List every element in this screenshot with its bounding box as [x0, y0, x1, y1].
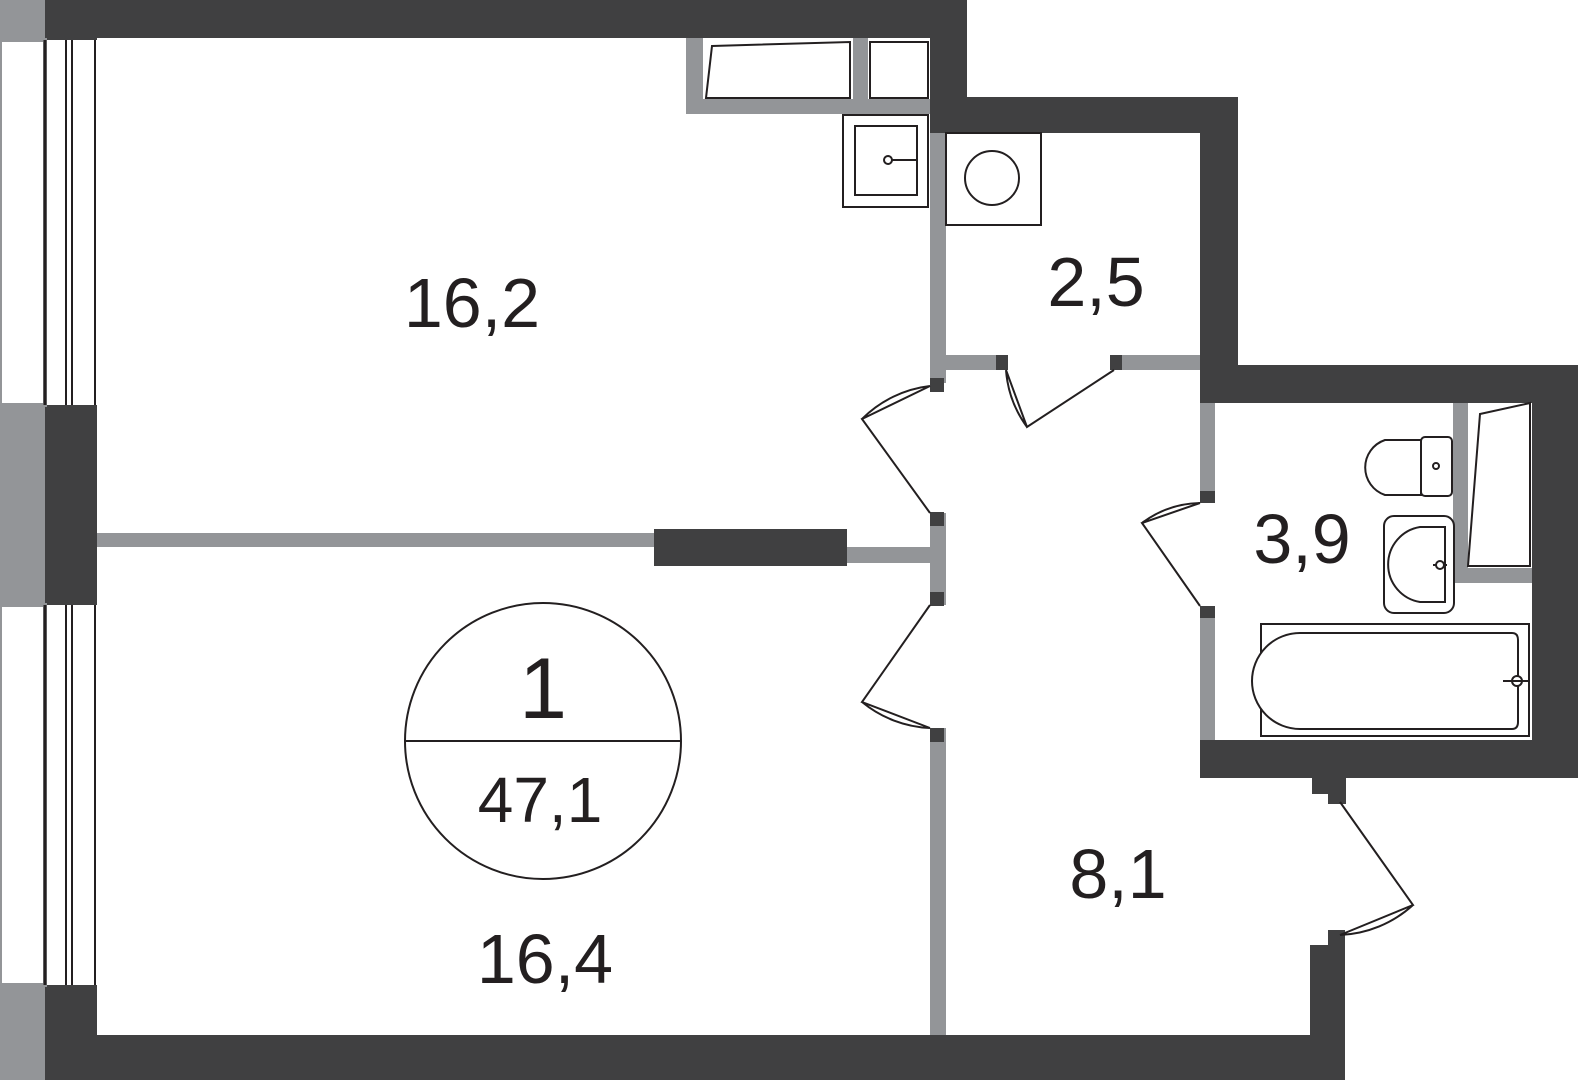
fixtures: [704, 40, 1531, 737]
wall-top-left: [45, 0, 967, 38]
wall-right-storage: [1200, 97, 1238, 403]
wall-top-notch: [930, 0, 967, 100]
summary-badge: 1 47,1: [404, 602, 682, 880]
kitchen-shaft-bottom: [686, 99, 930, 114]
wall-storage-bottom-left: [946, 355, 1006, 370]
area-hallway: 8,1: [1069, 835, 1166, 913]
wall-bottom: [45, 1035, 1345, 1080]
wall-left-bottom: [45, 985, 97, 1080]
wall-room-hall-upper: [930, 133, 946, 383]
kitchen-vent-2: [869, 41, 929, 99]
partition-rooms-right: [847, 547, 937, 563]
total-area: 47,1: [478, 764, 603, 836]
wall-stub-bath-door-2: [1328, 790, 1346, 804]
wall-storage-bottom-right: [1117, 355, 1200, 370]
bath-shaft-bottom: [1453, 568, 1532, 583]
toilet-bowl-icon: [1364, 439, 1422, 496]
interior-walls: [97, 38, 1532, 1035]
kitchen-shaft-mid: [853, 38, 868, 114]
wall-left-bath-bottom: [1200, 740, 1215, 778]
door-top-room: [860, 385, 931, 514]
kitchen-shaft-left: [686, 38, 703, 114]
wall-room-hall-lower: [930, 728, 946, 1035]
bath-shaft: [1453, 403, 1468, 583]
bath-vent: [1466, 401, 1531, 567]
window-left: [0, 0, 96, 1080]
pillar-left: [45, 405, 97, 605]
wall-room-hall-mid: [930, 513, 946, 605]
area-bathroom: 3,9: [1253, 500, 1350, 578]
doors: [860, 369, 1415, 936]
wall-top-bath: [1200, 365, 1578, 403]
area-storage: 2,5: [1047, 243, 1144, 321]
door-storage: [1005, 369, 1115, 429]
door-bathroom: [1140, 502, 1201, 607]
door-jambs: [930, 355, 1215, 742]
door-entrance: [1339, 801, 1415, 936]
partition-rooms: [97, 533, 657, 547]
door-bottom-room: [860, 604, 931, 729]
area-room-bottom: 16,4: [477, 920, 613, 998]
wall-bath-left-upper: [1200, 403, 1215, 498]
wall-bath-left-lower: [1200, 612, 1215, 740]
wall-top-storage: [930, 97, 1238, 133]
door-stub-hall: [1328, 930, 1345, 948]
wall-left-top: [45, 0, 97, 40]
partition-rooms-dark: [654, 529, 847, 566]
wall-right-hall: [1310, 945, 1345, 1080]
wall-bottom-bath: [1200, 740, 1578, 778]
kitchen-vent: [704, 40, 851, 99]
rooms-count: 1: [519, 641, 567, 737]
wall-right-bath: [1532, 365, 1578, 778]
area-room-top: 16,2: [404, 264, 540, 342]
exterior-walls: [45, 0, 1578, 1080]
